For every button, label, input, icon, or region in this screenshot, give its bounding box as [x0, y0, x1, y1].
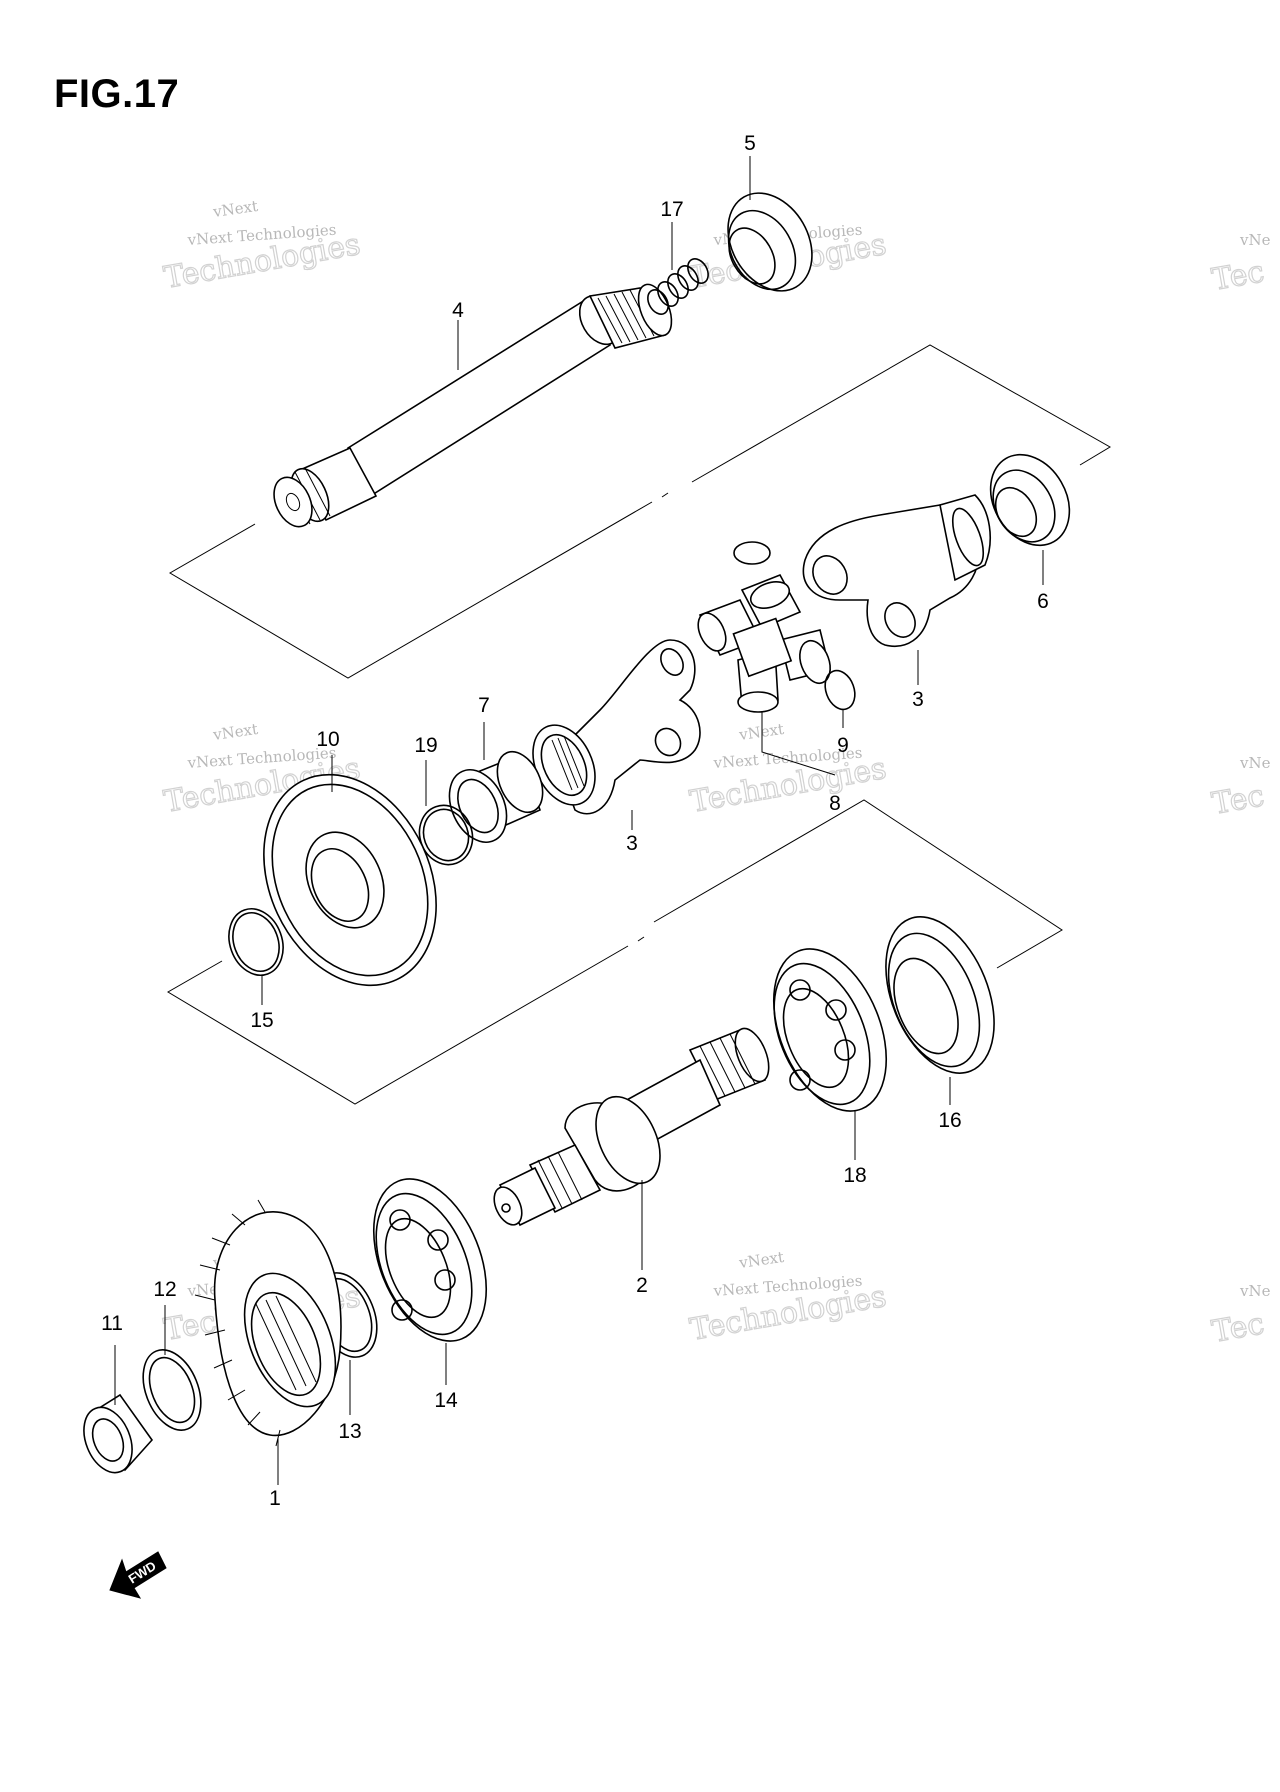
part-6-seal [989, 453, 1071, 547]
label-part-17: 17 [660, 198, 683, 221]
part-3-lower-yoke [532, 639, 701, 815]
label-part-7: 7 [478, 694, 490, 717]
watermark-group: vNext vNext Technologies Technologies vN… [161, 197, 1271, 1351]
label-part-13: 13 [338, 1420, 361, 1443]
fwd-direction-marker: FWD [109, 1551, 167, 1599]
label-part-11: 11 [101, 1312, 123, 1335]
part-9-clip [733, 541, 856, 711]
assembly-group-outline-lower [167, 799, 1063, 1105]
part-10-housing-plate [263, 773, 437, 987]
svg-text:Tec: Tec [1209, 1306, 1267, 1350]
watermark-edge-mid: vNe Tec [1209, 754, 1271, 822]
label-part-18: 18 [843, 1164, 866, 1187]
part-11-nut [83, 1393, 154, 1474]
svg-text:vNext: vNext [211, 197, 259, 221]
watermark-mid-mid: vNext vNext Technologies Technologies [687, 720, 890, 821]
part-1-bevel-gear [194, 1199, 342, 1447]
label-part-3-upper: 3 [912, 688, 924, 711]
svg-text:vNext: vNext [737, 1248, 785, 1272]
watermark-left-top: vNext vNext Technologies Technologies [161, 197, 364, 297]
label-part-1: 1 [269, 1487, 281, 1510]
svg-text:vNe: vNe [1239, 1282, 1271, 1300]
leader-lines [114, 156, 1044, 1485]
part-7-bushing [448, 750, 544, 843]
svg-text:vNe: vNe [1239, 754, 1271, 772]
watermark-mid-bottom: vNext vNext Technologies Technologies [687, 1248, 890, 1349]
svg-text:vNe: vNe [1239, 231, 1271, 249]
part-5-seal [727, 192, 813, 292]
label-part-9: 9 [837, 734, 849, 757]
label-part-14: 14 [434, 1389, 458, 1412]
label-part-3-lower: 3 [626, 832, 638, 855]
label-part-5: 5 [744, 132, 756, 155]
part-14-ball-bearing [372, 1178, 488, 1342]
svg-text:Tec: Tec [1209, 778, 1267, 822]
label-part-4: 4 [452, 299, 464, 322]
watermark-edge-bottom: vNe Tec [1209, 1282, 1271, 1350]
part-18-ball-bearing [772, 948, 888, 1112]
part-3-upper-yoke [802, 494, 991, 647]
label-part-15: 15 [250, 1009, 273, 1032]
part-2-lower-shaft [493, 1027, 770, 1227]
watermark-edge-top: vNe Tec [1209, 231, 1271, 298]
fwd-arrow-icon [109, 1551, 167, 1599]
part-15-o-ring [228, 908, 284, 976]
part-labels: 1 2 3 3 4 5 6 7 8 9 10 11 12 13 14 15 16… [101, 132, 1049, 1510]
label-part-8: 8 [829, 792, 841, 815]
label-part-10: 10 [316, 728, 339, 751]
part-4-upper-shaft [273, 283, 673, 528]
part-12-washer [142, 1349, 202, 1431]
svg-text:vNext: vNext [211, 720, 259, 744]
label-part-16: 16 [938, 1109, 961, 1132]
svg-text:Tec: Tec [1209, 254, 1267, 298]
figure-title: FIG.17 [54, 72, 180, 116]
label-part-19: 19 [414, 734, 437, 757]
svg-text:vNext: vNext [737, 720, 785, 744]
part-16-bearing-race [885, 916, 995, 1074]
label-part-12: 12 [153, 1278, 176, 1301]
part-17-spring [647, 258, 709, 315]
assembly-group-outline-upper [169, 344, 1111, 679]
label-part-2: 2 [636, 1274, 648, 1297]
label-part-6: 6 [1037, 590, 1049, 613]
part-8-universal-joint [697, 573, 831, 713]
